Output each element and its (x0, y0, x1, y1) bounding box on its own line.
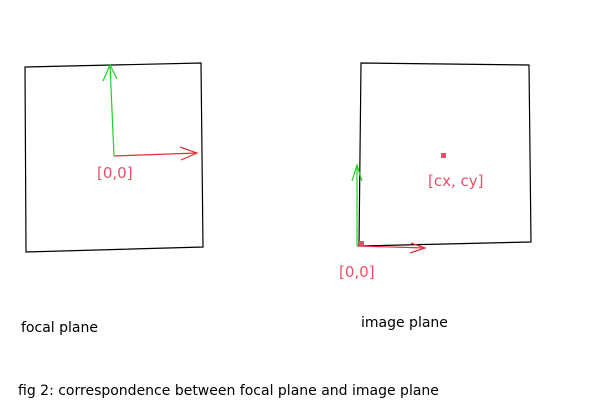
focal-plane-x-axis (113, 146, 199, 161)
image-plane-origin-label: [0,0] (339, 263, 375, 281)
focal-plane-y-axis (102, 63, 118, 157)
image-plane-y-axis (351, 162, 363, 246)
image-plane-caption: image plane (361, 315, 448, 331)
image-plane-group: [cx, cy] [0,0] image plane (339, 62, 532, 331)
image-plane-center-point (441, 153, 446, 158)
image-plane-origin-point (359, 241, 364, 246)
focal-plane-caption: focal plane (21, 320, 98, 336)
focal-plane-group: [0,0] focal plane (21, 62, 204, 336)
focal-plane-origin-label: [0,0] (97, 164, 133, 182)
image-plane-frame (358, 62, 532, 247)
focal-plane-frame (24, 62, 204, 253)
figure-caption: fig 2: correspondence between focal plan… (18, 383, 439, 399)
image-plane-x-axis (356, 242, 427, 254)
image-plane-center-label: [cx, cy] (428, 172, 484, 190)
